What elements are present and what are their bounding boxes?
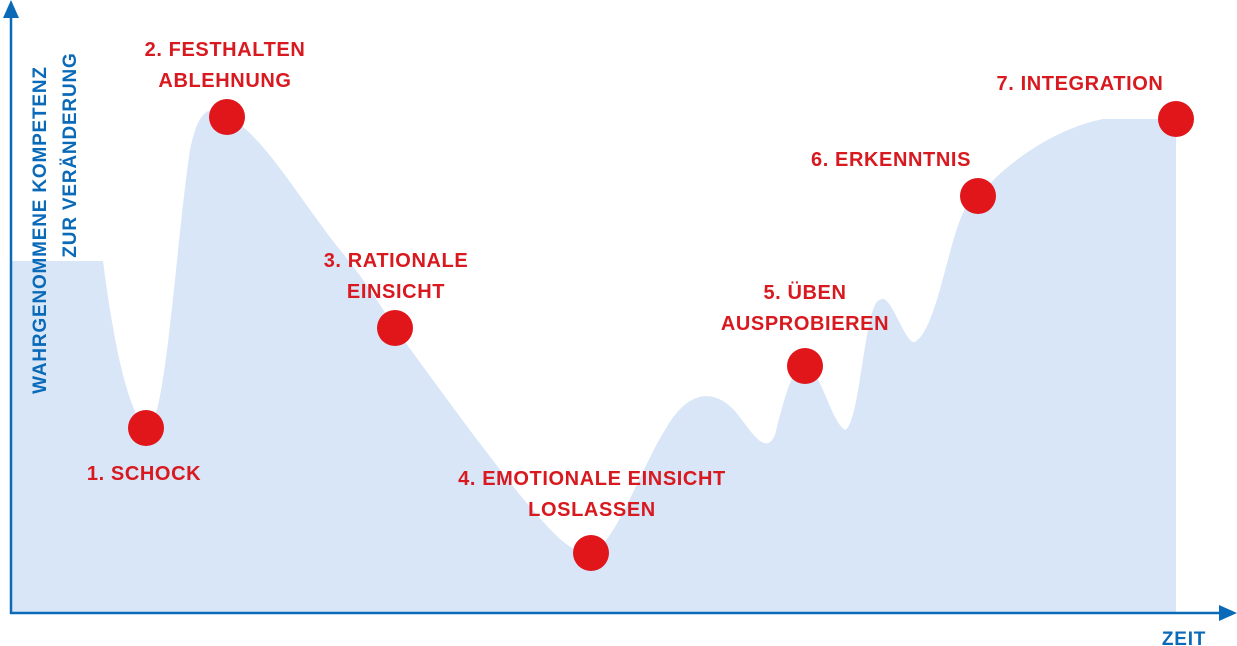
stage-7-marker	[1158, 101, 1194, 137]
stage-7-label: 7. INTEGRATION	[997, 73, 1164, 95]
stage-5-marker	[787, 348, 823, 384]
y-axis-arrowhead	[3, 0, 19, 18]
stage-6-marker	[960, 178, 996, 214]
stage-3-label-line2: EINSICHT	[347, 281, 445, 303]
stage-4-label-line2: LOSLASSEN	[528, 499, 656, 521]
x-axis-arrowhead	[1219, 605, 1237, 621]
stage-3-label-line1: 3. RATIONALE	[324, 250, 469, 272]
stage-6-label: 6. ERKENNTNIS	[811, 149, 971, 171]
stage-5-label-line1: 5. ÜBEN	[763, 281, 846, 304]
stage-3-marker	[377, 310, 413, 346]
stage-5-label-line2: AUSPROBIEREN	[721, 313, 889, 335]
stage-4-marker	[573, 535, 609, 571]
stage-4-label-line1: 4. EMOTIONALE EINSICHT	[458, 468, 726, 490]
y-axis-label-line2: ZUR VERÄNDERUNG	[60, 52, 81, 257]
stage-1-label: 1. SCHOCK	[87, 463, 201, 485]
x-axis-label: ZEIT	[1162, 629, 1206, 646]
stage-2-label-line2: ABLEHNUNG	[158, 70, 291, 92]
stage-2-marker	[209, 99, 245, 135]
stage-2-label-line1: 2. FESTHALTEN	[145, 39, 306, 61]
stage-1-marker	[128, 410, 164, 446]
competence-area	[12, 110, 1176, 613]
y-axis-label-line1: WAHRGENOMMENE KOMPETENZ	[30, 66, 51, 394]
